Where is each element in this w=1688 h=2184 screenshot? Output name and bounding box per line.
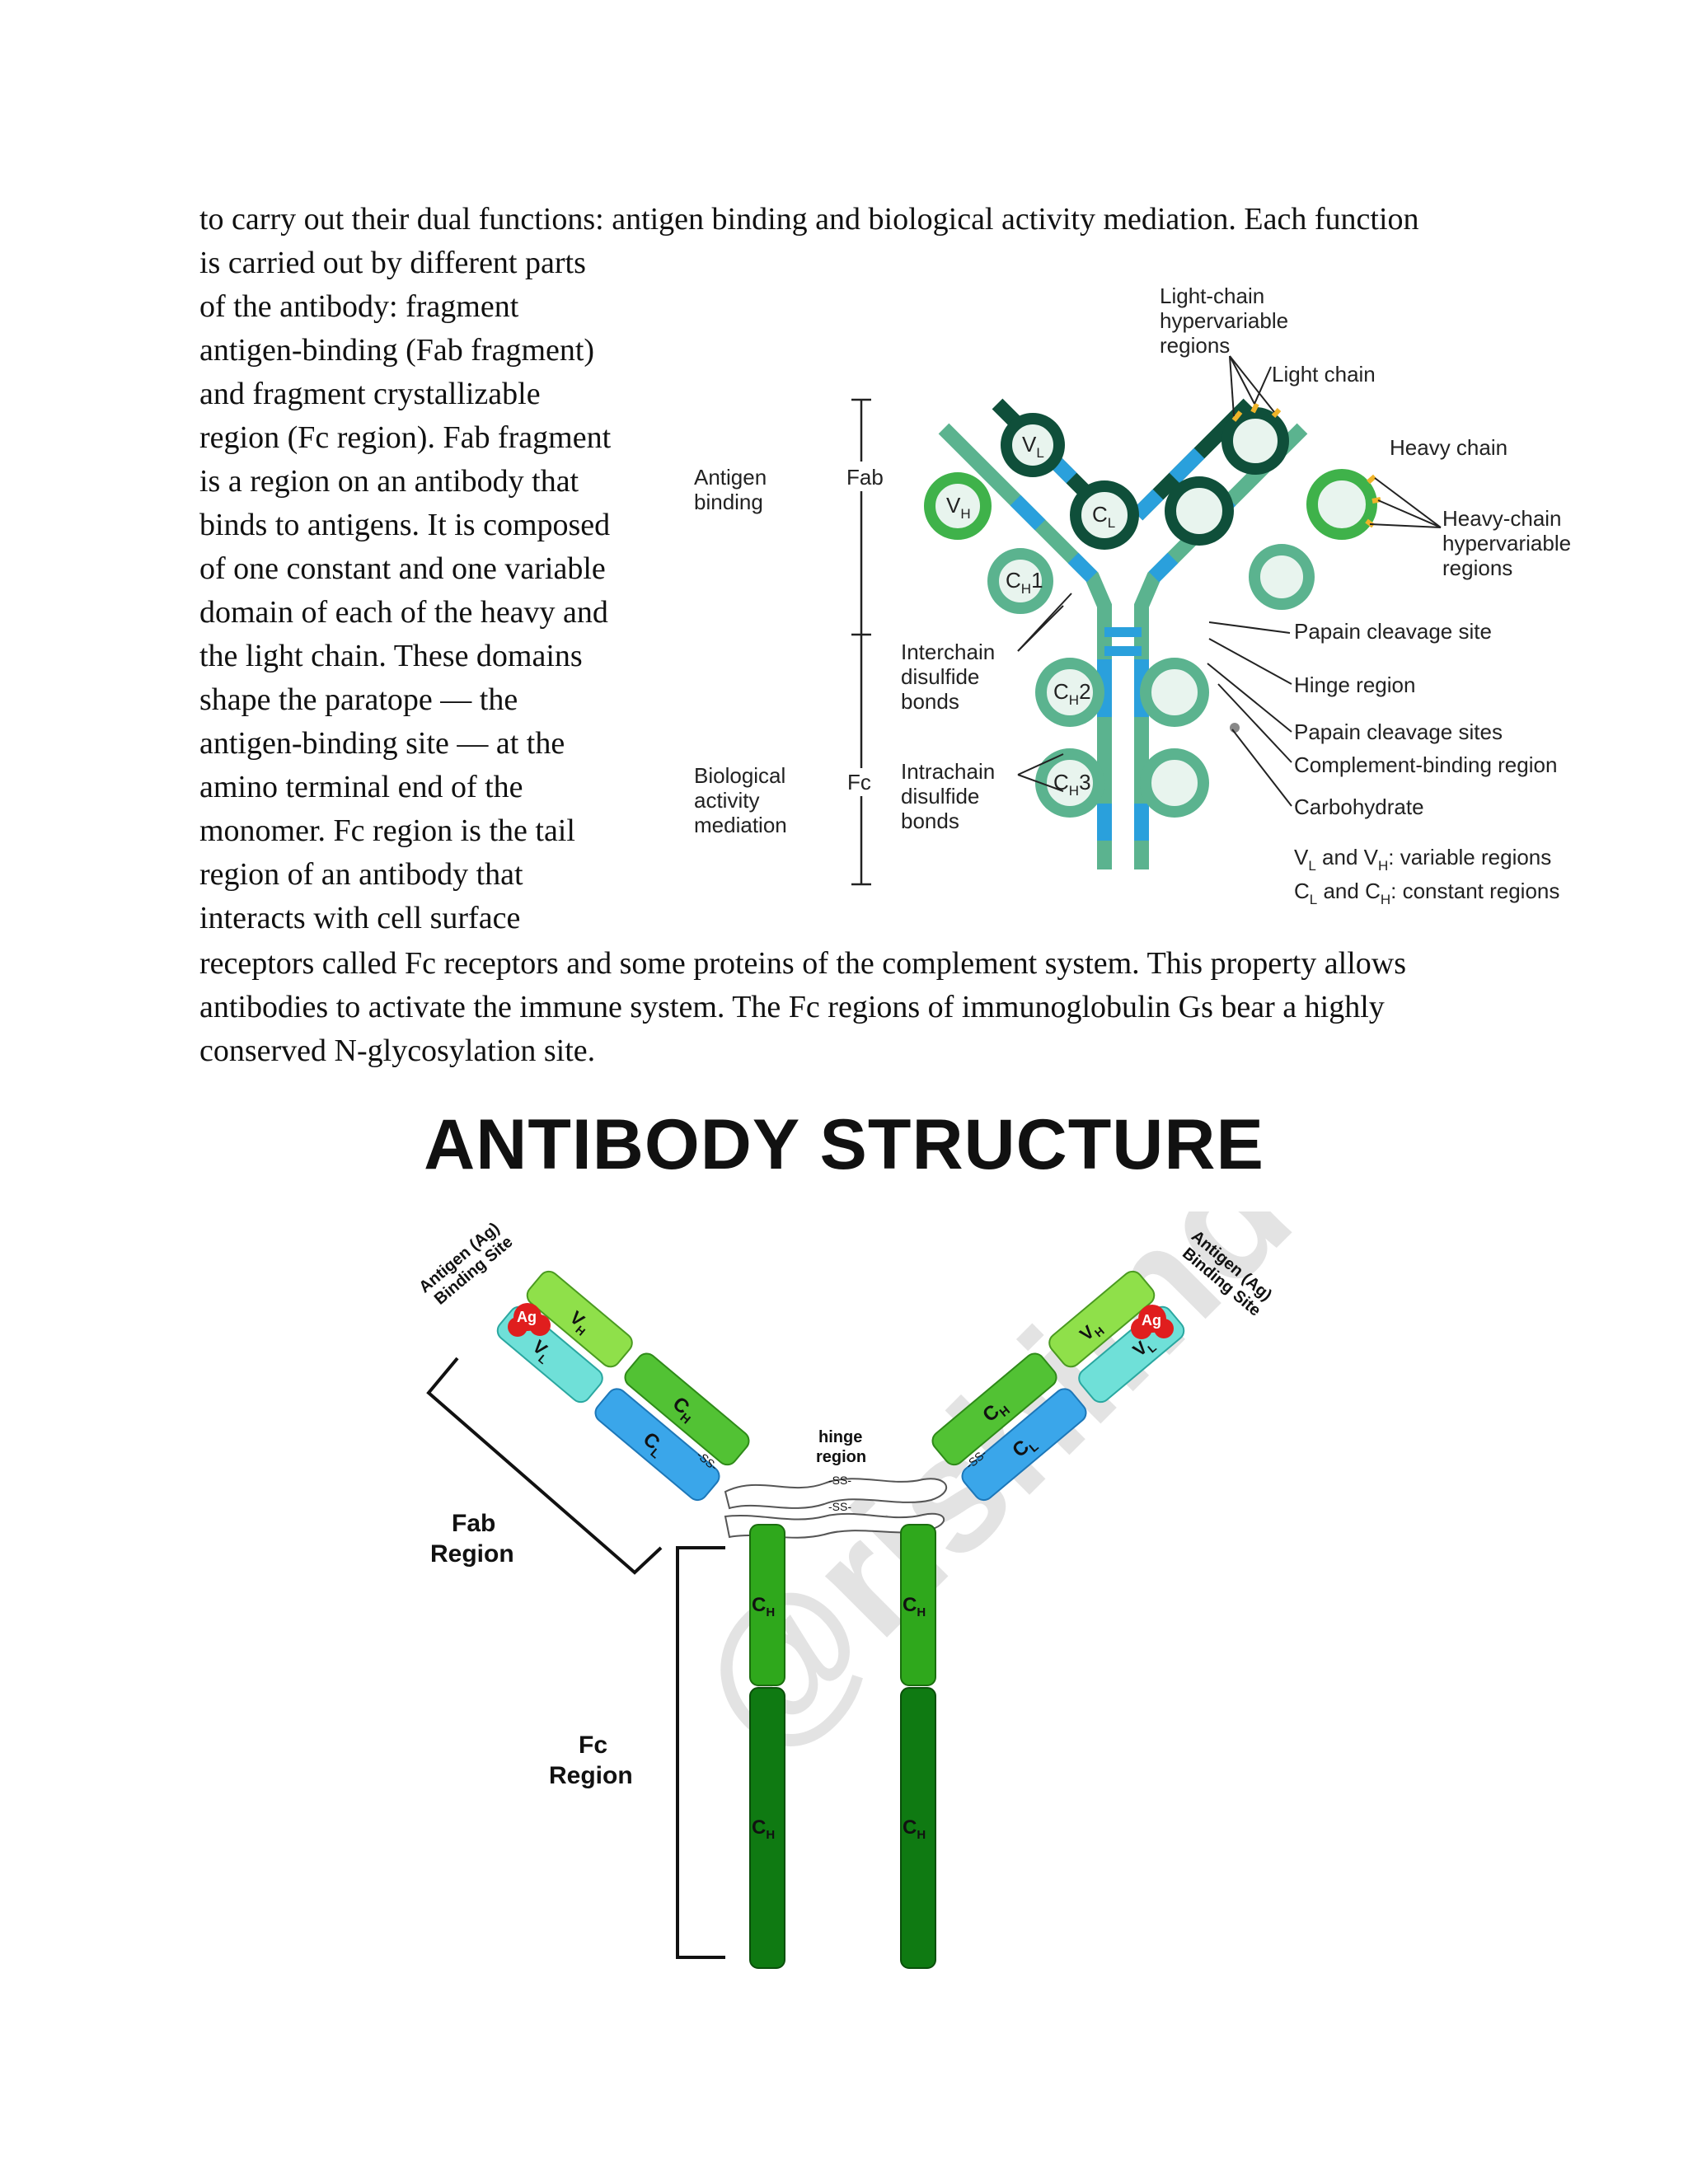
label-interchain-2: disulfide xyxy=(901,664,979,689)
right-arm: VH CH VL CL -SS- xyxy=(931,1270,1185,1502)
label-interchain-1: Interchain xyxy=(901,640,995,664)
domain-ch3-label: CH3 xyxy=(1053,770,1091,799)
label-fc: Fc xyxy=(847,770,871,794)
paragraph-wrapped-text: is carried out by different parts of the… xyxy=(199,241,661,940)
label-biological-2: activity xyxy=(694,788,759,813)
text-line: is carried out by different parts xyxy=(199,246,586,280)
domain-ch1-label: CH1 xyxy=(1006,568,1043,597)
interchain-bonds xyxy=(1104,627,1142,656)
label-intrachain-2: disulfide xyxy=(901,784,979,808)
text-line: the light chain. These domains xyxy=(199,639,583,673)
fab-bracket xyxy=(426,1357,663,1575)
label-fab-2: Region xyxy=(430,1540,514,1568)
antigen-right: Ag xyxy=(1131,1305,1174,1339)
label-fab: Fab xyxy=(846,465,884,490)
paragraph-bottom-text: receptors called Fc receptors and some p… xyxy=(199,942,1535,1073)
left-arm: VH CH VL CL -SS- xyxy=(496,1270,750,1502)
text-line: antigen-binding (Fab fragment) xyxy=(199,333,595,368)
domain-vl-label: VL xyxy=(1022,432,1044,461)
vh-domain-right xyxy=(1048,1270,1156,1368)
fc-columns: CH CH CH CH xyxy=(749,1524,936,1969)
label-hinge-region: Hinge region xyxy=(1294,673,1415,697)
text-line: antibodies to activate the immune system… xyxy=(199,990,1385,1024)
svg-text:CH: CH xyxy=(903,1816,926,1842)
label-heavy-hyper-3: regions xyxy=(1442,555,1512,580)
carbohydrate-icon xyxy=(1230,723,1240,733)
legend-variable-regions: VL and VH: variable regions xyxy=(1294,845,1551,874)
antigen-left: Ag xyxy=(508,1303,551,1337)
antibody-structure-title: ANTIBODY STRUCTURE xyxy=(424,1105,1264,1184)
label-carbohydrate: Carbohydrate xyxy=(1294,794,1424,819)
cl-domain-left xyxy=(594,1388,720,1502)
label-ss-1: -SS- xyxy=(828,1474,851,1487)
text-line: interacts with cell surface xyxy=(199,901,521,935)
fc-bracket xyxy=(676,1546,725,1959)
label-light-hyper-2: hypervariable xyxy=(1160,308,1288,333)
cl-domain-right xyxy=(961,1388,1087,1502)
label-heavy-chain: Heavy chain xyxy=(1390,435,1507,460)
svg-text:Ag: Ag xyxy=(517,1309,537,1325)
leader-lines xyxy=(1017,355,1442,807)
label-light-hyper-1: Light-chain xyxy=(1160,284,1264,308)
ch-domain-fc-left-upper xyxy=(749,1524,785,1686)
label-hinge-1: hinge xyxy=(818,1428,862,1446)
label-intrachain-3: bonds xyxy=(901,808,959,833)
text-line: of one constant and one variable xyxy=(199,551,606,586)
text-line: is a region on an antibody that xyxy=(199,464,579,499)
svg-text:CH: CH xyxy=(752,1816,775,1842)
text-line: region of an antibody that xyxy=(199,857,523,892)
label-papain-site: Papain cleavage site xyxy=(1294,619,1492,644)
ch-domain-fc-left-lower xyxy=(749,1687,785,1969)
antibody-diagram-1: Antigen binding Biological activity medi… xyxy=(694,284,1571,907)
label-complement: Complement-binding region xyxy=(1294,752,1557,777)
ch-domain-right-arm xyxy=(931,1352,1057,1466)
ch-domain-left-arm xyxy=(624,1352,750,1466)
label-heavy-hyper-2: hypervariable xyxy=(1442,531,1571,555)
label-fc-1: Fc xyxy=(579,1732,607,1759)
text-line: domain of each of the heavy and xyxy=(199,595,608,630)
label-fc-2: Region xyxy=(549,1762,633,1789)
ch-domain-fc-right-upper xyxy=(900,1524,936,1686)
text-line: monomer. Fc region is the tail xyxy=(199,813,575,848)
label-heavy-hyper-1: Heavy-chain xyxy=(1442,506,1562,531)
label-antigen-binding-1: Antigen xyxy=(694,465,767,490)
label-light-chain: Light chain xyxy=(1272,362,1376,387)
svg-text:Ag: Ag xyxy=(1142,1312,1161,1329)
domain-ch2-label: CH2 xyxy=(1053,679,1091,708)
vh-domain-left xyxy=(526,1270,633,1368)
antibody-diagram-2: @rishimd Antigen (Ag) Binding Site Antig… xyxy=(415,1212,1302,1969)
domain-cl-label: CL xyxy=(1092,502,1115,531)
label-biological-1: Biological xyxy=(694,763,785,788)
text-line: receptors called Fc receptors and some p… xyxy=(199,946,1407,981)
label-intrachain-1: Intrachain xyxy=(901,759,995,784)
text-line: amino terminal end of the xyxy=(199,770,523,804)
paragraph-top-line: to carry out their dual functions: antig… xyxy=(199,202,1419,237)
label-ss-2: -SS- xyxy=(828,1500,851,1513)
text-line: and fragment crystallizable xyxy=(199,377,541,411)
text-line: shape the paratope — the xyxy=(199,682,518,717)
label-light-hyper-3: regions xyxy=(1160,333,1230,358)
text-line: binds to antigens. It is composed xyxy=(199,508,611,542)
text-line: of the antibody: fragment xyxy=(199,289,519,324)
label-biological-3: mediation xyxy=(694,813,787,837)
text-line: conserved N-glycosylation site. xyxy=(199,1033,596,1068)
label-fab-1: Fab xyxy=(452,1510,495,1537)
svg-text:CH: CH xyxy=(903,1594,926,1619)
label-interchain-3: bonds xyxy=(901,689,959,714)
label-antigen-binding-2: binding xyxy=(694,490,763,514)
domain-vh-label: VH xyxy=(946,493,971,522)
label-papain-sites: Papain cleavage sites xyxy=(1294,719,1503,744)
text-line: region (Fc region). Fab fragment xyxy=(199,420,612,455)
ch-domain-fc-right-lower xyxy=(900,1687,936,1969)
text-line: antigen-binding site — at the xyxy=(199,726,565,761)
svg-text:CH: CH xyxy=(752,1594,775,1619)
label-hinge-2: region xyxy=(816,1448,866,1466)
legend-constant-regions: CL and CH: constant regions xyxy=(1294,879,1559,907)
